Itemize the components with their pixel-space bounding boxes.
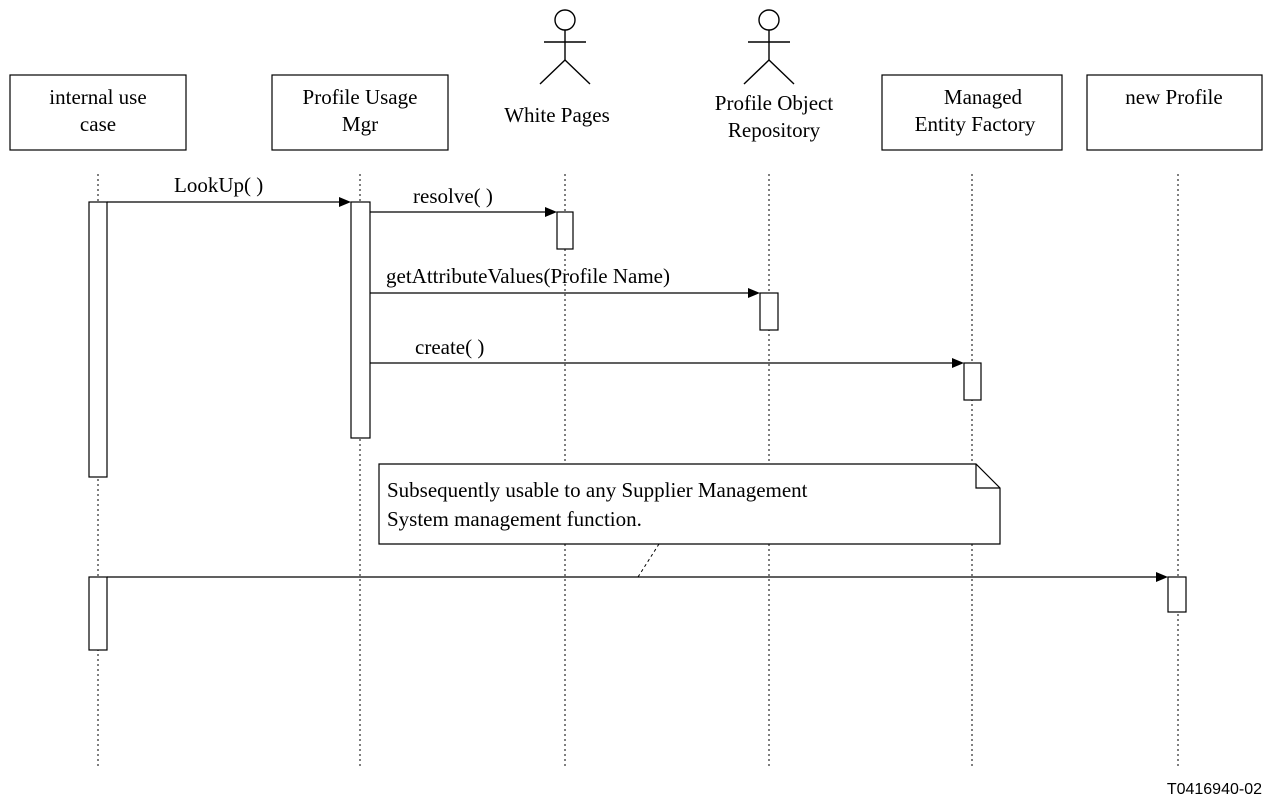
participant-label: Repository xyxy=(728,118,821,142)
activation-bar xyxy=(759,292,779,331)
participant-label: Entity Factory xyxy=(915,112,1036,136)
message-create: create( ) xyxy=(370,335,964,368)
note-connector xyxy=(637,543,660,578)
figure-id: T0416940-02 xyxy=(1167,781,1262,798)
participant-box xyxy=(881,74,1063,151)
activation-bar xyxy=(556,211,574,250)
note: Subsequently usable to any Supplier Mana… xyxy=(378,463,1001,578)
message-label: getAttributeValues(Profile Name) xyxy=(386,264,670,288)
note-text-line: System management function. xyxy=(387,507,642,531)
participant-label: Profile Object xyxy=(715,91,834,115)
activation-bar xyxy=(88,576,108,651)
message-label: create( ) xyxy=(415,335,484,359)
participant-label: Managed xyxy=(944,85,1023,109)
arrowhead-icon xyxy=(952,358,964,368)
arrowhead-icon xyxy=(1156,572,1168,582)
participant-label: case xyxy=(80,112,116,136)
arrowhead-icon xyxy=(545,207,557,217)
participant-white-pages: White Pages xyxy=(504,9,610,127)
participant-managed-entity-factory: Managed Entity Factory xyxy=(881,74,1063,151)
arrowhead-icon xyxy=(339,197,351,207)
participant-label: new Profile xyxy=(1125,85,1222,109)
participant-new-profile: new Profile xyxy=(1086,74,1263,151)
note-text-line: Subsequently usable to any Supplier Mana… xyxy=(387,478,808,502)
message-resolve: resolve( ) xyxy=(370,184,557,217)
arrowhead-icon xyxy=(748,288,760,298)
participant-box xyxy=(9,74,187,151)
participant-profile-object-repository: Profile Object Repository xyxy=(715,9,834,142)
participant-label: White Pages xyxy=(504,103,610,127)
participant-label: Profile Usage xyxy=(303,85,418,109)
participant-label: Mgr xyxy=(342,112,378,136)
participant-box xyxy=(1086,74,1263,151)
message-get-attribute-values: getAttributeValues(Profile Name) xyxy=(370,264,760,298)
message-label: resolve( ) xyxy=(413,184,493,208)
participant-profile-usage-mgr: Profile Usage Mgr xyxy=(271,74,449,151)
actor-stick-figure-icon xyxy=(539,9,591,85)
participant-box xyxy=(271,74,449,151)
message-label: LookUp( ) xyxy=(174,173,263,197)
activation-bar xyxy=(963,362,982,401)
message-lookup: LookUp( ) xyxy=(107,173,351,207)
note-box xyxy=(378,463,1001,545)
actor-stick-figure-icon xyxy=(743,9,795,85)
participant-internal-use-case: internal use case xyxy=(9,74,187,151)
activation-bar xyxy=(88,201,108,478)
note-folded-corner xyxy=(975,464,1000,489)
participant-label: internal use xyxy=(49,85,146,109)
activation-bar xyxy=(350,201,371,439)
message-to-new-profile xyxy=(107,572,1168,582)
activation-bar xyxy=(1167,576,1187,613)
